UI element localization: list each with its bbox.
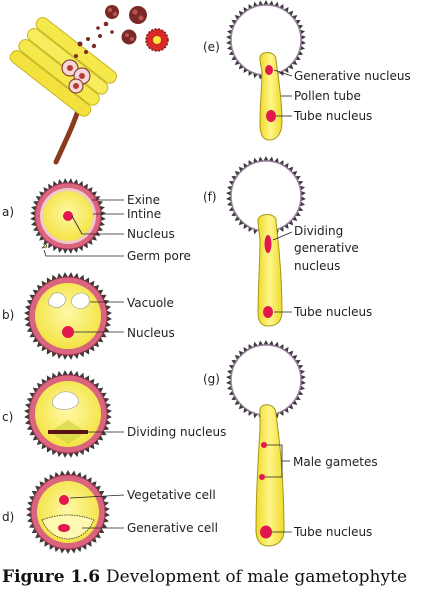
label-vegetative-cell: Vegetative cell xyxy=(127,488,216,502)
dispersing-pollen-dots xyxy=(74,21,114,58)
label-dividing-line-2: generative xyxy=(294,241,359,255)
label-male-gametes: Male gametes xyxy=(293,455,378,469)
figure-number: Figure 1.6 xyxy=(2,567,100,587)
anther-illustration xyxy=(9,5,169,165)
panel-g: (g) Male gametes Tube nucleus xyxy=(203,340,378,547)
panel-tag: c) xyxy=(2,410,13,424)
pollen-grain xyxy=(24,370,112,458)
vacuole xyxy=(48,292,66,308)
panel-tag: b) xyxy=(2,308,14,322)
panel-tag: (f) xyxy=(203,190,217,204)
label-pollen-tube: Pollen tube xyxy=(294,89,361,103)
panel-b: b) Vacuole Nucleus xyxy=(2,272,175,360)
vacuole xyxy=(52,391,79,410)
figure-caption: Figure 1.6 Development of male gametophyt… xyxy=(2,567,407,587)
label-nucleus: Nucleus xyxy=(127,227,175,241)
label-dividing-line-1: Dividing xyxy=(294,224,343,238)
pollen-tube xyxy=(257,214,283,327)
tube-nucleus xyxy=(260,525,272,539)
anther-lobe xyxy=(9,50,92,117)
pollen-tube xyxy=(259,52,283,141)
label-tube-nucleus: Tube nucleus xyxy=(293,305,372,319)
cytoplasm xyxy=(35,283,101,349)
generative-nucleus xyxy=(58,524,70,532)
pollen-tetrad xyxy=(129,6,147,24)
label-dividing-nucleus: Dividing nucleus xyxy=(127,425,226,439)
panel-a: a) Exine Intine Nucleus Germ pore xyxy=(2,178,191,263)
tube-nucleus xyxy=(263,306,273,318)
label-exine: Exine xyxy=(127,193,160,207)
panel-tag: (g) xyxy=(203,372,220,386)
pollen-tube xyxy=(255,404,285,547)
pollen-tetrad xyxy=(105,5,119,19)
nucleus xyxy=(63,211,73,221)
label-vacuole: Vacuole xyxy=(127,296,174,310)
pollen-grain xyxy=(30,178,106,254)
panel-tag: d) xyxy=(2,510,14,524)
pollen-grain xyxy=(24,272,112,360)
vacuole xyxy=(71,292,90,309)
nucleus xyxy=(62,326,74,338)
dividing-nucleus xyxy=(48,430,88,434)
germ-pore xyxy=(41,243,48,249)
label-dividing-line-3: nucleus xyxy=(294,259,340,273)
tube-nucleus xyxy=(266,110,276,122)
label-tube-nucleus: Tube nucleus xyxy=(293,109,372,123)
dividing-generative-nucleus xyxy=(264,235,272,253)
label-nucleus: Nucleus xyxy=(127,326,175,340)
pollen-tetrad xyxy=(121,29,137,45)
pollen-grain xyxy=(26,470,110,554)
panel-f: (f) Dividing generative nucleus Tube nuc… xyxy=(203,156,372,327)
panel-tag: (e) xyxy=(203,40,220,54)
mature-pollen-grain xyxy=(145,28,169,52)
label-tube-nucleus: Tube nucleus xyxy=(293,525,372,539)
label-intine: Intine xyxy=(127,207,161,221)
figure-title: Development of male gametophyte xyxy=(106,567,407,587)
vegetative-nucleus xyxy=(59,495,69,505)
label-germ-pore: Germ pore xyxy=(127,249,191,263)
panel-tag: a) xyxy=(2,205,14,219)
label-generative-nucleus: Generative nucleus xyxy=(294,69,411,83)
panel-e: (e) Generative nucleus Pollen tube Tube … xyxy=(203,0,411,141)
panel-d: d) Vegetative cell Generative cell xyxy=(2,470,218,554)
male-gamete xyxy=(261,442,267,448)
panel-c: c) Dividing nucleus xyxy=(2,370,226,458)
generative-nucleus xyxy=(265,65,273,75)
male-gamete xyxy=(259,474,265,480)
label-generative-cell: Generative cell xyxy=(127,521,218,535)
